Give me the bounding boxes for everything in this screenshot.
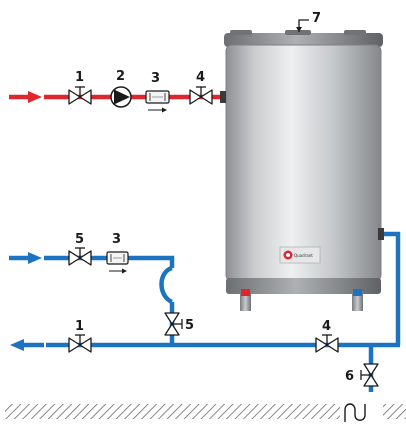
- ground-right: [383, 404, 406, 419]
- valve-4-hot-tank: [189, 86, 213, 105]
- label-3-top: 3: [151, 71, 160, 86]
- ground-left: [5, 404, 340, 419]
- tank-brand-text: Quadrant: [294, 253, 313, 258]
- label-1-bottom: 1: [75, 319, 84, 334]
- cold-inlet-arrow-icon: [28, 252, 42, 264]
- storage-tank: Quadrant: [224, 30, 383, 311]
- label-5-right: 5: [185, 318, 194, 333]
- label-4-top: 4: [196, 70, 205, 85]
- valve-4-outlet: [315, 334, 339, 353]
- valve-5-bypass: [164, 312, 183, 336]
- valve-1-hot-inlet: [68, 86, 92, 105]
- tank-hot-connection: [220, 91, 226, 103]
- cold-outlet-arrow-icon: [10, 339, 24, 351]
- flow-meter-cold-icon: [106, 251, 129, 274]
- label-2: 2: [116, 69, 125, 84]
- label-4-bottom: 4: [322, 319, 331, 334]
- valve-1-outlet: [68, 334, 92, 353]
- label-6: 6: [345, 369, 354, 384]
- label-1-top: 1: [75, 70, 84, 85]
- label-7: 7: [312, 11, 321, 26]
- label-5-left: 5: [75, 232, 84, 247]
- flow-meter-hot-icon: [145, 90, 170, 113]
- valve-5-cold-inlet: [68, 247, 92, 266]
- drain-siphon-icon: [344, 403, 366, 422]
- tank-cold-connection: [378, 228, 384, 240]
- valve-6-drain: [360, 363, 379, 387]
- pump-icon: [110, 86, 132, 108]
- label-3-bottom: 3: [112, 232, 121, 247]
